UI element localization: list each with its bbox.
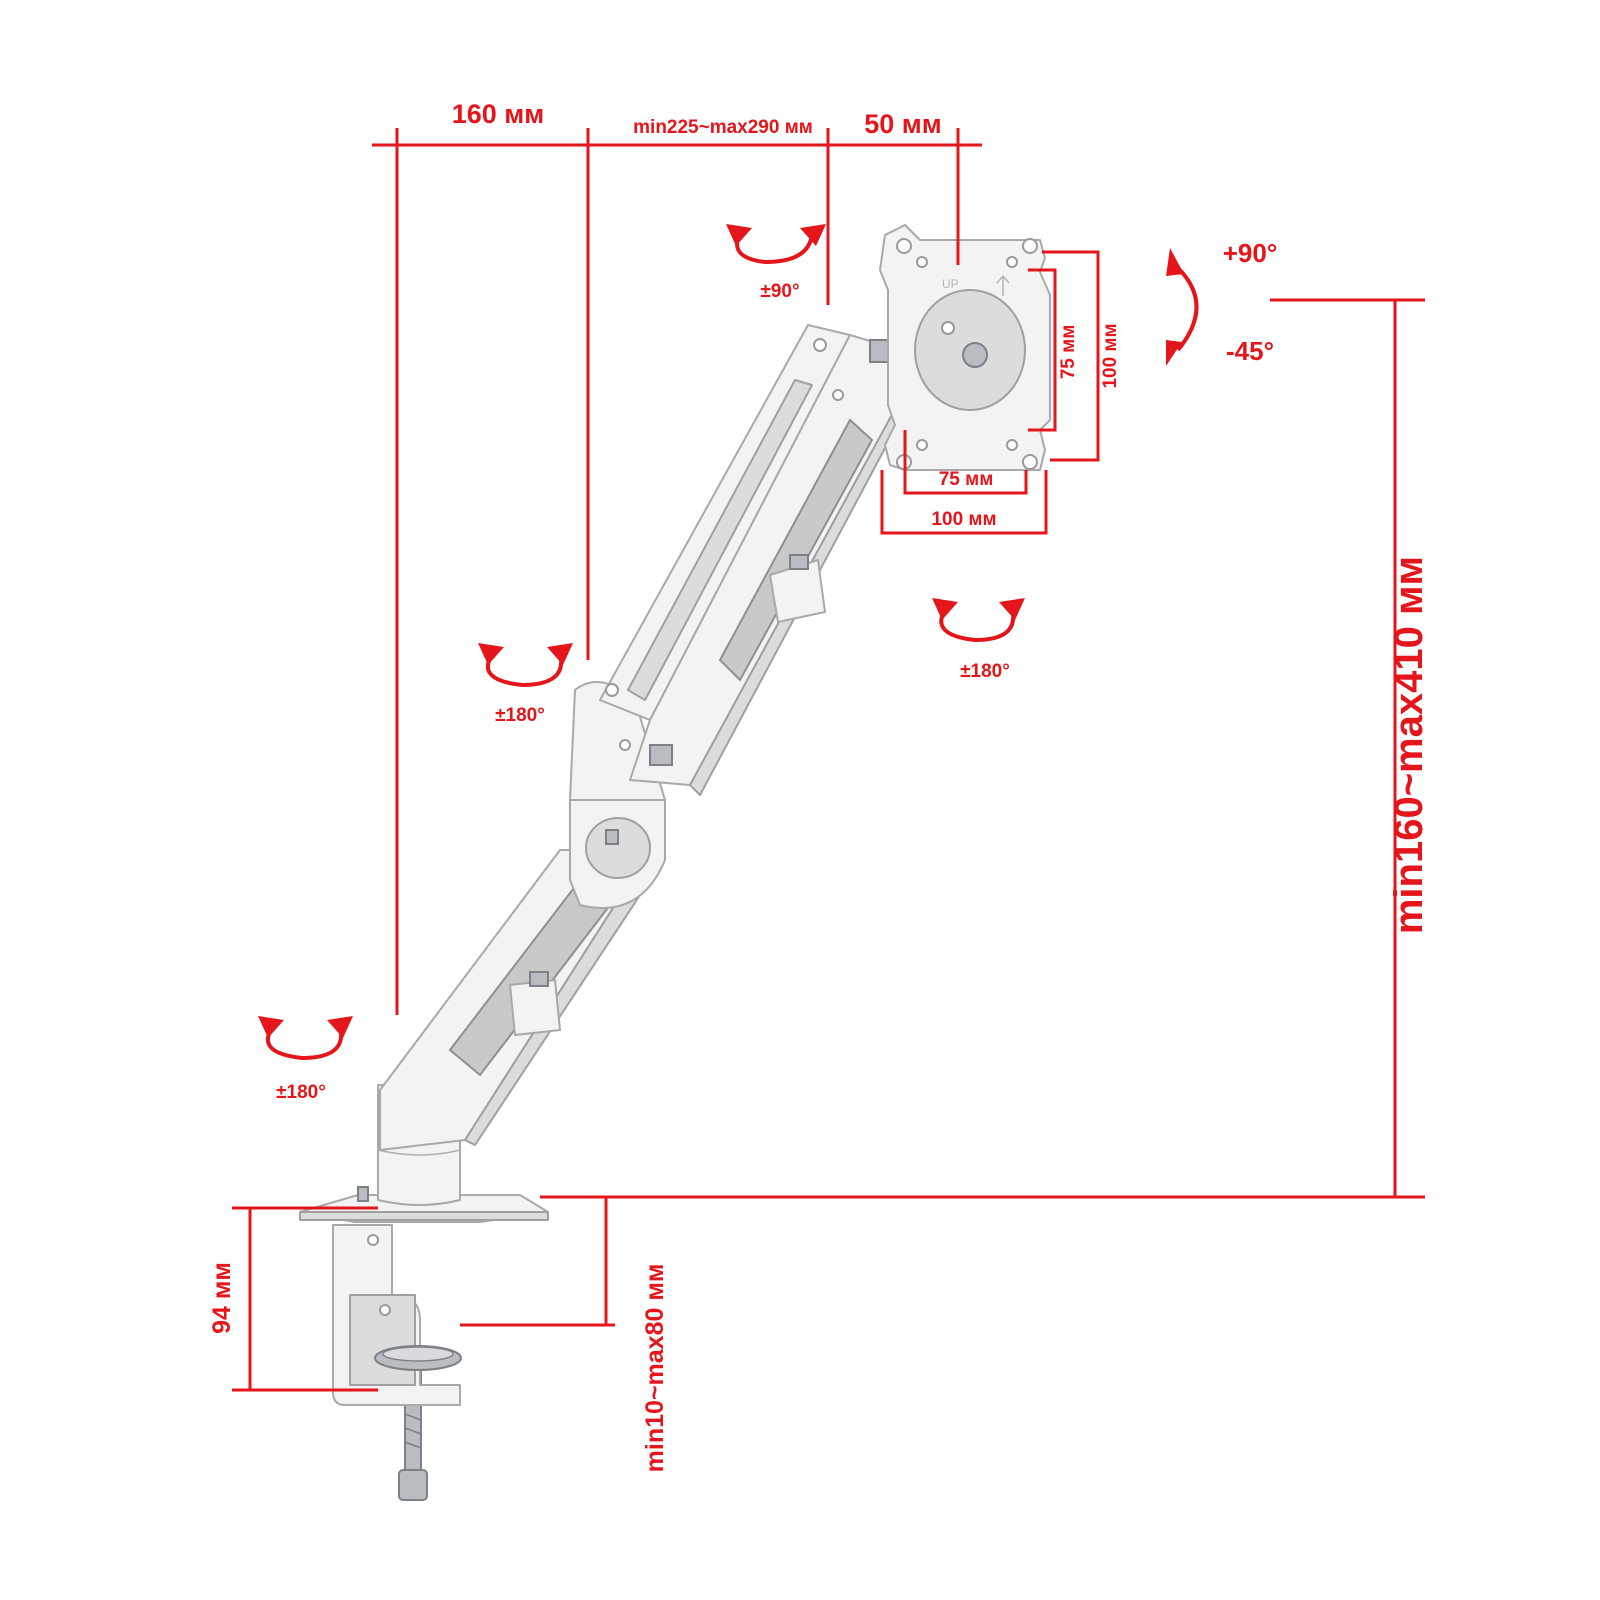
- rotation-90-label: ±90°: [760, 281, 799, 302]
- rotation-arrow-middle: [478, 643, 573, 688]
- desk-clamp: [332, 1224, 462, 1406]
- rotation-arrow-head: [932, 598, 1025, 643]
- vesa-75-vertical-label: 75 мм: [1058, 325, 1079, 380]
- rotation-arrow-base: [258, 1016, 353, 1061]
- height-range-label: min160~max410 мм: [1387, 556, 1431, 934]
- dimension-lines: [232, 128, 1425, 1392]
- tilt-up-label: +90°: [1223, 238, 1278, 268]
- dim-225-290-label: min225~max290 мм: [633, 117, 813, 138]
- dimension-labels: 160 мм min225~max290 мм 50 мм 75 мм 100 …: [208, 99, 1431, 1472]
- rotation-arrow-arm-joint: [726, 224, 826, 265]
- up-arrow-icon: [996, 274, 1010, 296]
- vesa-75-horizontal-label: 75 мм: [939, 469, 994, 490]
- lower-arm: [379, 849, 651, 1151]
- plate-up-label: UP: [942, 277, 959, 291]
- rotation-base-label: ±180°: [276, 1082, 326, 1103]
- monitor-arm: UP: [299, 224, 1051, 1501]
- tilt-down-label: -45°: [1226, 336, 1274, 366]
- rotation-middle-label: ±180°: [495, 705, 545, 726]
- rotation-labels: ±90° ±180° ±180° ±180° +90° -45°: [276, 238, 1277, 1103]
- clamp-height-label: 94 мм: [208, 1262, 236, 1334]
- rotation-head-label: ±180°: [960, 661, 1010, 682]
- vesa-100-horizontal-label: 100 мм: [931, 509, 996, 530]
- base-plate: [299, 1186, 549, 1223]
- vesa-100-vertical-label: 100 мм: [1100, 323, 1121, 388]
- vesa-plate: UP: [879, 224, 1051, 471]
- tilt-arrow: [1166, 248, 1199, 366]
- dim-50-label: 50 мм: [864, 109, 941, 139]
- dim-160-label: 160 мм: [452, 99, 545, 129]
- clamp-range-label: min10~max80 мм: [641, 1264, 669, 1473]
- upper-arm: [599, 324, 901, 796]
